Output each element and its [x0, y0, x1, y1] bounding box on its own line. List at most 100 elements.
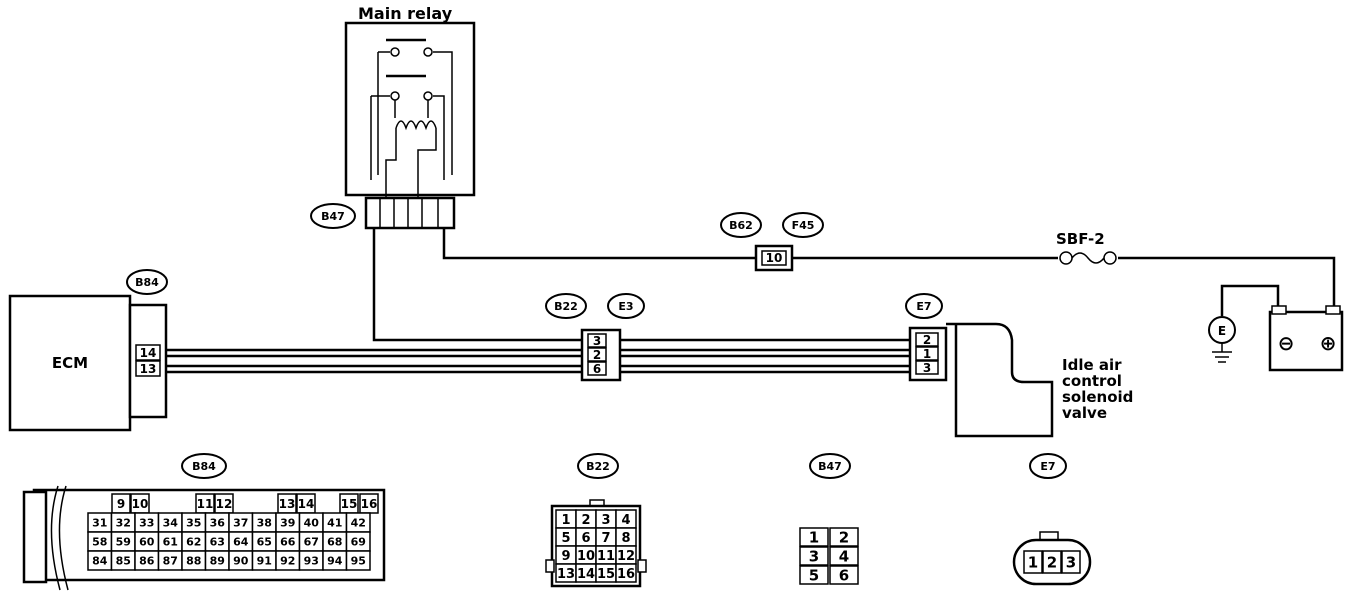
b62-pin: 10	[766, 251, 783, 265]
b84-pin-58: 58	[92, 536, 107, 549]
b84-pin-39: 39	[280, 517, 295, 530]
b84-pin-63: 63	[210, 536, 225, 549]
b84-pin-86: 86	[139, 555, 155, 568]
b84-pin-12: 12	[216, 497, 233, 511]
battery-plus: ⊕	[1320, 331, 1337, 355]
tag-b84: B84	[135, 276, 159, 289]
b22-face-pin-4: 4	[621, 513, 630, 528]
b84-pin-16: 16	[361, 497, 378, 511]
b47-face-pin-5-cell	[799, 565, 829, 585]
b84-pin-93: 93	[304, 555, 319, 568]
ecm-pin-bottom: 13	[140, 362, 157, 376]
e7-pin-3: 3	[923, 361, 931, 375]
main-relay-label: Main relay	[358, 4, 453, 23]
battery: ⊖ ⊕	[1268, 305, 1344, 372]
b22-face-pin-2: 2	[581, 513, 590, 528]
b84-pin-34: 34	[163, 517, 179, 530]
b84-pin-89: 89	[210, 555, 225, 568]
b22-pin-3: 6	[593, 362, 601, 376]
battery-minus: ⊖	[1278, 331, 1295, 355]
valve-label-4: valve	[1062, 404, 1107, 422]
b84-pin-14: 14	[298, 497, 315, 511]
b84-pin-10: 10	[132, 497, 149, 511]
conn-tag-e7: E7	[1040, 460, 1055, 473]
b47-face-pin-1: 1	[809, 529, 819, 547]
b22-face-pin-14: 14	[577, 567, 595, 582]
b84-pin-90: 90	[233, 555, 249, 568]
relay-terminals	[379, 198, 439, 228]
e7-pin-1: 2	[923, 333, 931, 347]
b47-face-pin-6: 6	[839, 567, 849, 585]
e7-pin-2: 1	[923, 347, 931, 361]
b84-pin-41: 41	[327, 517, 342, 530]
ecm: ECM 14 13 B84	[8, 269, 168, 432]
b22-face-pin-3: 3	[601, 513, 610, 528]
b22-face-pin-12: 12	[617, 549, 635, 564]
b84-pin-88: 88	[186, 555, 201, 568]
b47-face-pin-1-cell	[799, 527, 829, 547]
b84-pin-91: 91	[257, 555, 272, 568]
b84-pin-65: 65	[257, 536, 272, 549]
tag-f45: F45	[792, 219, 815, 232]
e7-face-pin-3: 3	[1066, 554, 1076, 572]
main-relay: Main relay B47	[310, 4, 476, 230]
b84-pin-31: 31	[92, 517, 107, 530]
sbf-label: SBF-2	[1056, 230, 1105, 248]
b84-pin-85: 85	[116, 555, 131, 568]
b84-pin-61: 61	[163, 536, 178, 549]
b84-pin-32: 32	[116, 517, 131, 530]
b84-pin-59: 59	[116, 536, 131, 549]
b84-pin-37: 37	[233, 517, 248, 530]
b47-face-pin-3-cell	[799, 546, 829, 566]
b84-pin-92: 92	[280, 555, 295, 568]
b47-face-pin-4-cell	[829, 546, 859, 566]
b84-pin-66: 66	[280, 536, 296, 549]
b84-pin-87: 87	[163, 555, 178, 568]
b84-pin-36: 36	[210, 517, 226, 530]
b22-pin-1: 3	[593, 334, 601, 348]
b84-pin-68: 68	[327, 536, 342, 549]
e7-face-pin-2: 2	[1047, 554, 1057, 572]
b22-face-pin-7: 7	[601, 531, 610, 546]
b47-face-pin-4: 4	[839, 548, 849, 566]
tag-e7: E7	[916, 300, 931, 313]
b84-pin-40: 40	[304, 517, 320, 530]
ecm-label: ECM	[52, 354, 88, 372]
b47-face-pin-2: 2	[839, 529, 849, 547]
wires	[166, 228, 1336, 374]
b22-face-pin-15: 15	[597, 567, 615, 582]
conn-tag-b84: B84	[192, 460, 216, 473]
b22-face-pin-8: 8	[621, 531, 630, 546]
fusible-link: SBF-2	[1056, 230, 1117, 265]
ground: E	[1208, 316, 1236, 363]
b84-pin-13: 13	[279, 497, 296, 511]
b47-face-pin-2-cell	[829, 527, 859, 547]
tag-b62: B62	[729, 219, 753, 232]
ecm-pin-top: 14	[140, 346, 157, 360]
b84-pin-60: 60	[139, 536, 155, 549]
b47-face-pin-6-cell	[829, 565, 859, 585]
b84-pin-64: 64	[233, 536, 249, 549]
b84-pin-42: 42	[351, 517, 366, 530]
e7-face-pin-3-cell	[1061, 550, 1081, 574]
b84-pin-33: 33	[139, 517, 154, 530]
b22-face-pin-6: 6	[581, 531, 590, 546]
fuse-connector: 10 B62 F45	[720, 212, 824, 272]
valve-label-2: control	[1062, 372, 1122, 390]
conn-tag-b47: B47	[818, 460, 842, 473]
b22-face-pin-10: 10	[577, 549, 595, 564]
b22-face-pin-16-cell	[615, 563, 637, 583]
tag-b22: B22	[554, 300, 578, 313]
b84-pin-35: 35	[186, 517, 201, 530]
b84-pin-94: 94	[327, 555, 343, 568]
b84-pin-84: 84	[92, 555, 108, 568]
b84-pin-95: 95	[351, 555, 366, 568]
b22-face-pin-9: 9	[561, 549, 570, 564]
valve-label-1: Idle air	[1062, 356, 1122, 374]
b22-face-pin-13: 13	[557, 567, 575, 582]
b84-pin-95-cell	[345, 550, 371, 571]
